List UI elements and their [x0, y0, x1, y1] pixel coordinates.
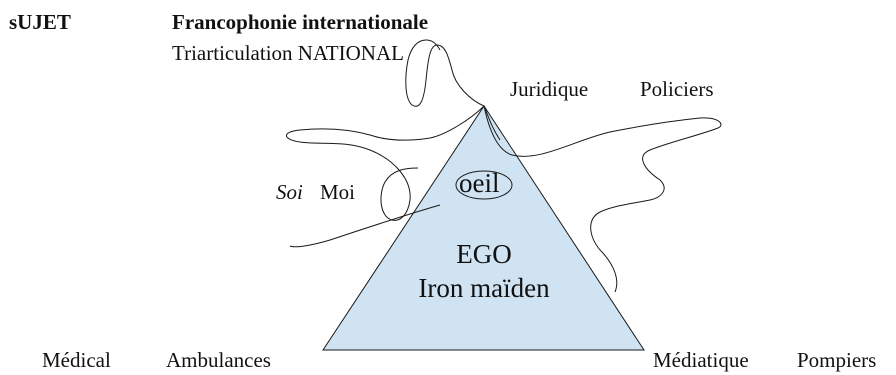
label-soi: Soi	[276, 180, 303, 204]
scribble-top	[405, 39, 485, 107]
scribble-arm	[289, 204, 441, 248]
scribble-right	[483, 105, 722, 293]
diagram-subtitle: Triarticulation NATIONAL	[172, 41, 404, 65]
label-medical: Médical	[42, 348, 111, 372]
diagram-title: Francophonie internationale	[172, 10, 429, 34]
ego-triangle	[322, 105, 645, 351]
label-iron-maiden: Iron maïden	[418, 272, 550, 303]
label-moi: Moi	[320, 180, 356, 204]
triangle-text: EGO Iron maïden	[384, 238, 584, 306]
label-oeil: oeil	[459, 168, 500, 198]
label-juridique: Juridique	[510, 77, 589, 101]
label-mediatique: Médiatique	[653, 348, 749, 372]
label-ego: EGO	[456, 239, 512, 269]
label-ambulances: Ambulances	[166, 348, 271, 372]
subject-label: sUJET	[9, 10, 71, 34]
scribble-left	[286, 105, 485, 221]
eye-ellipse	[455, 170, 513, 200]
scribble-tail	[483, 105, 501, 141]
label-pompiers: Pompiers	[797, 348, 877, 372]
label-policiers: Policiers	[640, 77, 714, 101]
